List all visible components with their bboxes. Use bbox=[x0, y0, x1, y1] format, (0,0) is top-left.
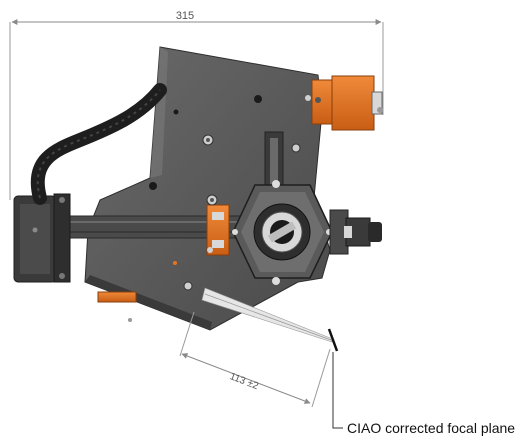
focal-plane-marker bbox=[327, 328, 339, 352]
bolt-holes bbox=[128, 95, 311, 322]
focal-plane-callout: CIAO corrected focal plane bbox=[347, 420, 515, 436]
rail-clamp bbox=[206, 204, 230, 256]
hex-mount bbox=[232, 180, 333, 285]
motor-assembly-top bbox=[311, 75, 383, 131]
callout-leader bbox=[332, 352, 343, 429]
overall-width-label: 315 bbox=[176, 10, 194, 22]
light-beam bbox=[201, 287, 333, 343]
overall-width-dimension: 315 bbox=[9, 10, 384, 200]
cable-hose bbox=[30, 83, 167, 205]
side-actuator bbox=[329, 209, 382, 255]
camera-block bbox=[13, 193, 71, 283]
bottom-orange-tab bbox=[97, 291, 137, 303]
focal-distance-label: 113 ±2 bbox=[228, 371, 260, 392]
